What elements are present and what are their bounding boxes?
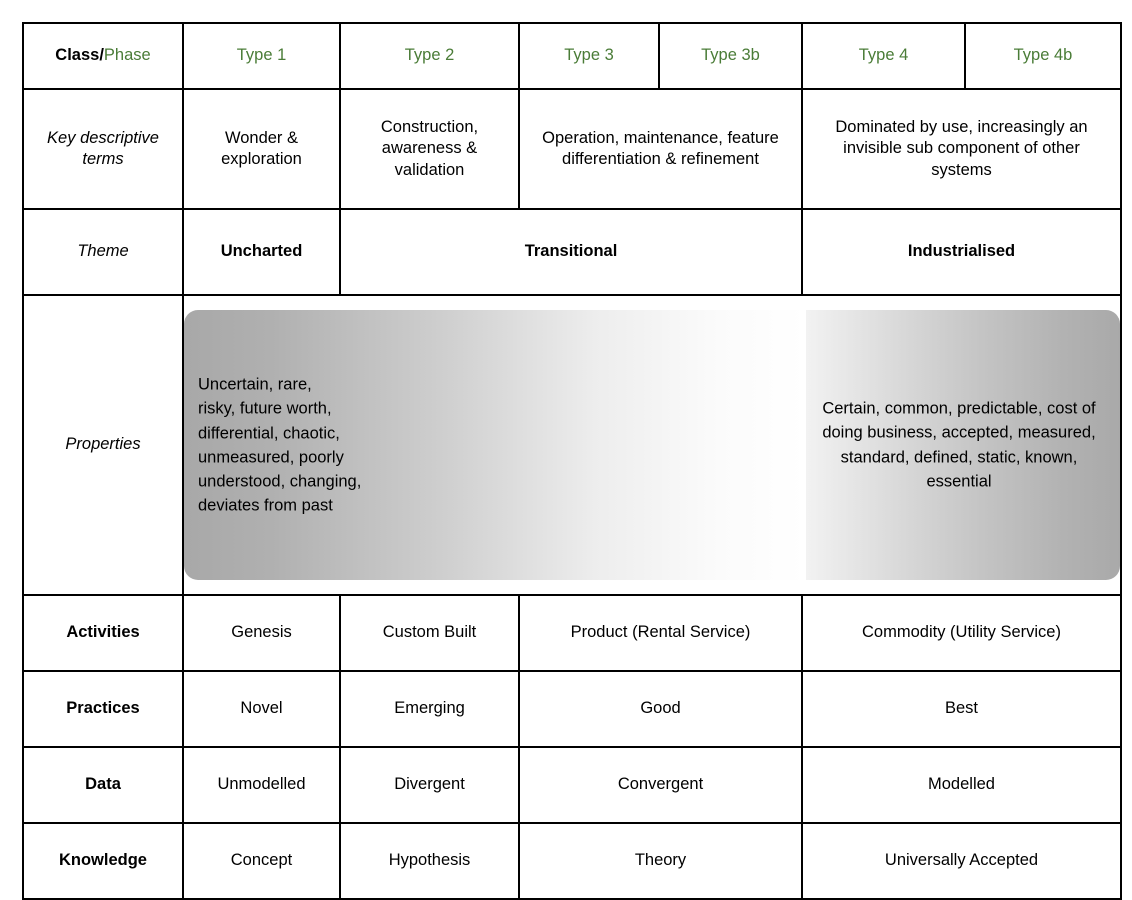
cell-theme-industrialised: Industrialised (801, 208, 1122, 296)
cell-data-type-2: Divergent (339, 746, 520, 824)
row-key-descriptive-terms: Key descriptive terms Wonder & explorati… (22, 88, 1122, 210)
table-header-row: Class/Phase Type 1 Type 2 Type 3 Type 3b… (22, 22, 1122, 90)
cell-key-terms-type-4-4b: Dominated by use, increasingly an invisi… (801, 88, 1122, 210)
row-label-key-descriptive-terms: Key descriptive terms (22, 88, 184, 210)
row-label-practices: Practices (22, 670, 184, 748)
row-practices: Practices Novel Emerging Good Best (22, 670, 1122, 748)
row-theme: Theme Uncharted Transitional Industriali… (22, 208, 1122, 296)
cell-knowledge-type-1: Concept (182, 822, 341, 900)
header-type-3: Type 3 (518, 22, 660, 90)
row-label-theme: Theme (22, 208, 184, 296)
row-label-data: Data (22, 746, 184, 824)
cell-theme-uncharted: Uncharted (182, 208, 341, 296)
properties-inner: Uncertain, rare, risky, future worth, di… (184, 302, 1120, 588)
header-type-4b: Type 4b (964, 22, 1122, 90)
cell-theme-transitional: Transitional (339, 208, 803, 296)
row-activities: Activities Genesis Custom Built Product … (22, 594, 1122, 672)
cell-activities-type-2: Custom Built (339, 594, 520, 672)
cell-practices-type-1: Novel (182, 670, 341, 748)
row-data: Data Unmodelled Divergent Convergent Mod… (22, 746, 1122, 824)
cell-data-type-1: Unmodelled (182, 746, 341, 824)
cell-key-terms-type-2: Construction, awareness & validation (339, 88, 520, 210)
cell-properties-gradient: Uncertain, rare, risky, future worth, di… (182, 294, 1122, 596)
cell-knowledge-type-4-4b: Universally Accepted (801, 822, 1122, 900)
header-type-4: Type 4 (801, 22, 966, 90)
header-class-phase-cell: Class/Phase (22, 22, 184, 90)
cell-activities-type-3-3b: Product (Rental Service) (518, 594, 803, 672)
row-label-knowledge: Knowledge (22, 822, 184, 900)
header-phase-label: Phase (103, 46, 151, 65)
cell-knowledge-type-3-3b: Theory (518, 822, 803, 900)
header-type-1: Type 1 (182, 22, 341, 90)
row-properties: Properties Uncertain, rare, risky, futur… (22, 294, 1122, 596)
cell-data-type-3-3b: Convergent (518, 746, 803, 824)
header-type-2: Type 2 (339, 22, 520, 90)
cell-data-type-4-4b: Modelled (801, 746, 1122, 824)
properties-text-industrialised: Certain, common, predictable, cost of do… (822, 399, 1096, 491)
cell-key-terms-type-1: Wonder & exploration (182, 88, 341, 210)
cell-activities-type-4-4b: Commodity (Utility Service) (801, 594, 1122, 672)
row-label-activities: Activities (22, 594, 184, 672)
cell-practices-type-3-3b: Good (518, 670, 803, 748)
cell-key-terms-type-3-3b: Operation, maintenance, feature differen… (518, 88, 803, 210)
evolution-characteristics-table: Class/Phase Type 1 Type 2 Type 3 Type 3b… (22, 22, 1122, 900)
properties-text-layer: Uncertain, rare, risky, future worth, di… (184, 302, 1120, 588)
properties-text-uncharted: Uncertain, rare, risky, future worth, di… (198, 375, 362, 515)
header-class-label: Class (55, 46, 100, 65)
header-separator: / (99, 46, 104, 65)
cell-activities-type-1: Genesis (182, 594, 341, 672)
cell-practices-type-2: Emerging (339, 670, 520, 748)
cell-practices-type-4-4b: Best (801, 670, 1122, 748)
header-type-3b: Type 3b (658, 22, 803, 90)
evolution-characteristics-sheet: Class/Phase Type 1 Type 2 Type 3 Type 3b… (22, 22, 1122, 900)
cell-knowledge-type-2: Hypothesis (339, 822, 520, 900)
row-label-properties: Properties (22, 294, 184, 596)
row-knowledge: Knowledge Concept Hypothesis Theory Univ… (22, 822, 1122, 900)
